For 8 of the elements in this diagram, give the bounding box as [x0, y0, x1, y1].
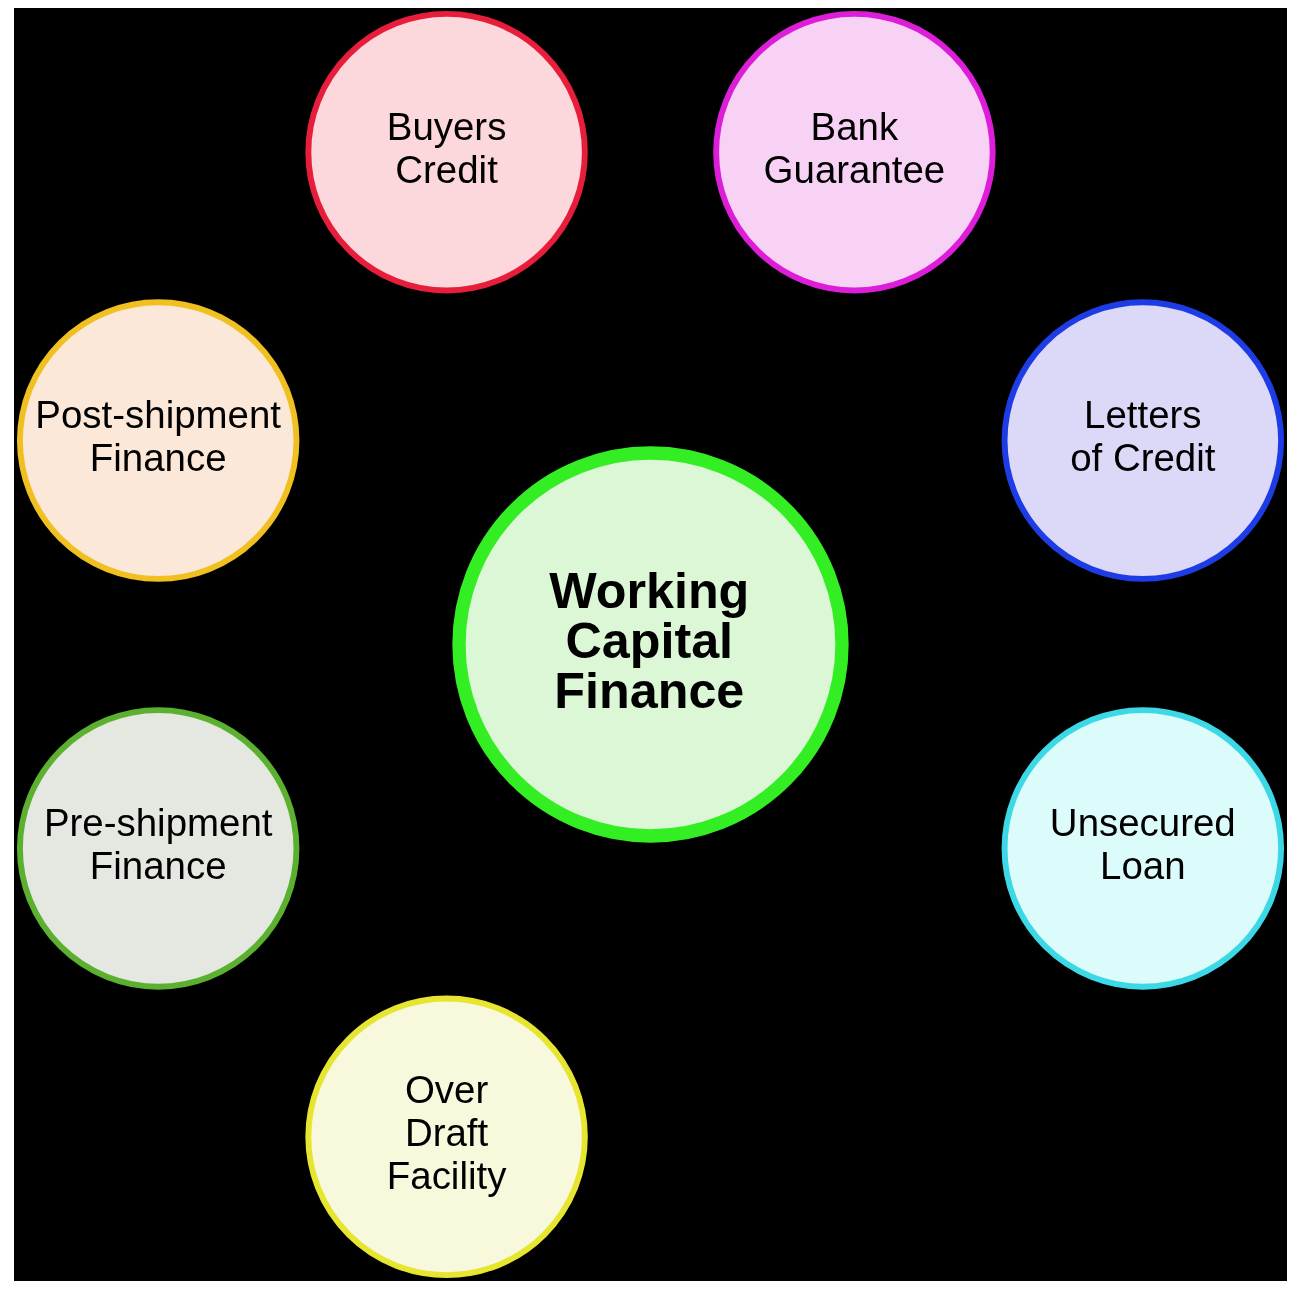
node-circle: Over Draft Facility — [304, 995, 588, 1279]
node-circle: Working Capital Finance — [451, 446, 849, 843]
node-circle: Buyers Credit — [304, 10, 588, 294]
node-circle: Unsecured Loan — [1001, 707, 1284, 990]
node-circle: Post-shipment Finance — [16, 299, 299, 582]
node-circle: Letters of Credit — [1001, 299, 1284, 582]
node-circle: Bank Guarantee — [712, 10, 996, 294]
node-circle: Pre-shipment Finance — [16, 707, 299, 990]
